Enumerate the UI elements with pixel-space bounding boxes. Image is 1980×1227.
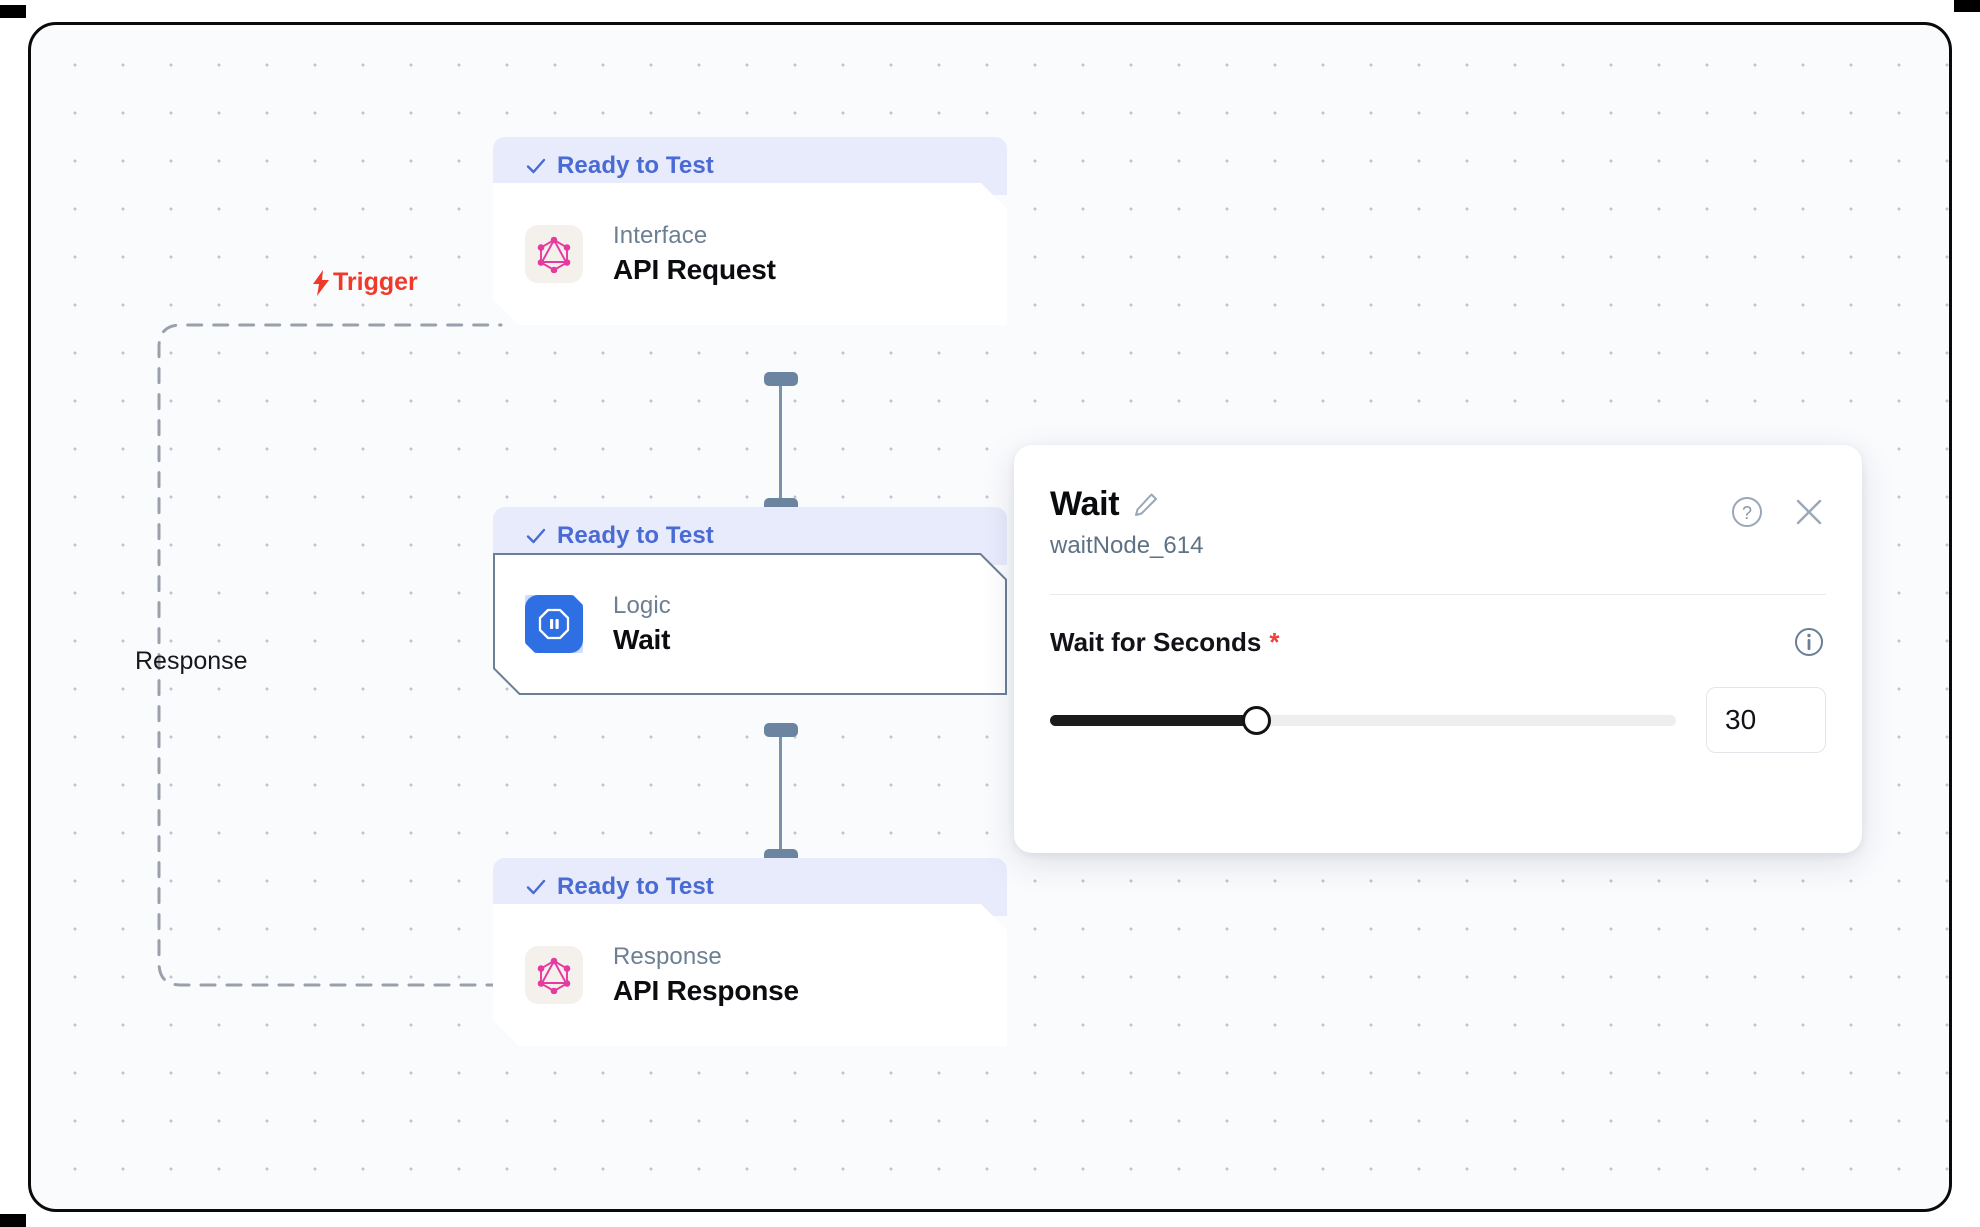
node-title-label: Wait	[613, 624, 671, 655]
graphql-icon	[525, 946, 583, 1004]
handle-wait-output[interactable]	[764, 723, 798, 737]
check-icon	[526, 528, 546, 544]
node-body[interactable]: Response API Response	[493, 904, 1007, 1046]
crop-mark-top-right	[1954, 0, 1980, 12]
graphql-icon	[525, 225, 583, 283]
node-wait[interactable]: Ready to Test Logic Wait	[493, 507, 1007, 695]
edge-label-trigger: Trigger	[311, 268, 418, 297]
svg-text:?: ?	[1742, 503, 1752, 523]
check-icon	[526, 158, 546, 174]
node-status-label: Ready to Test	[557, 522, 714, 549]
panel-title: Wait	[1050, 485, 1120, 523]
wait-seconds-slider[interactable]	[1050, 705, 1676, 735]
node-title-label: API Request	[613, 254, 776, 285]
help-circle-icon[interactable]: ?	[1730, 495, 1764, 529]
edge-wait-to-response	[779, 728, 782, 858]
node-status-label: Ready to Test	[557, 873, 714, 900]
node-kind-label: Interface	[613, 222, 708, 249]
close-icon[interactable]	[1792, 495, 1826, 529]
info-circle-icon[interactable]	[1792, 625, 1826, 659]
node-kind-label: Response	[613, 943, 722, 970]
check-icon	[526, 879, 546, 895]
node-title-label: API Response	[613, 975, 799, 1006]
field-label-text: Wait for Seconds	[1050, 626, 1262, 657]
edge-label-response: Response	[135, 647, 248, 675]
panel-divider	[1050, 594, 1826, 595]
feedback-edge	[157, 323, 503, 987]
slider-thumb[interactable]	[1241, 705, 1271, 735]
wait-seconds-input[interactable]: 30	[1706, 687, 1826, 753]
field-label-wait-seconds: Wait for Seconds *	[1050, 627, 1280, 658]
node-properties-panel: Wait waitNode_614 ? Wait fo	[1014, 445, 1862, 853]
lightning-bolt-icon	[313, 269, 329, 296]
handle-request-output[interactable]	[764, 372, 798, 386]
node-status-label: Ready to Test	[557, 152, 714, 179]
panel-subtitle: waitNode_614	[1050, 532, 1204, 559]
required-marker: *	[1269, 627, 1280, 657]
node-kind-label: Logic	[613, 592, 671, 619]
pause-octagon-icon	[525, 595, 583, 653]
edge-label-trigger-text: Trigger	[333, 268, 418, 296]
crop-mark-top-left	[0, 5, 26, 18]
node-api-response[interactable]: Ready to Test	[493, 858, 1007, 1046]
pencil-icon[interactable]	[1133, 492, 1159, 518]
slider-fill	[1050, 714, 1257, 726]
node-body-selected[interactable]: Logic Wait	[493, 553, 1007, 695]
node-api-request[interactable]: Ready to Test	[493, 137, 1007, 325]
node-body[interactable]: Interface API Request	[493, 183, 1007, 325]
edge-request-to-wait	[779, 377, 782, 507]
slider-track	[1050, 714, 1676, 726]
crop-mark-bottom-left	[0, 1214, 26, 1227]
